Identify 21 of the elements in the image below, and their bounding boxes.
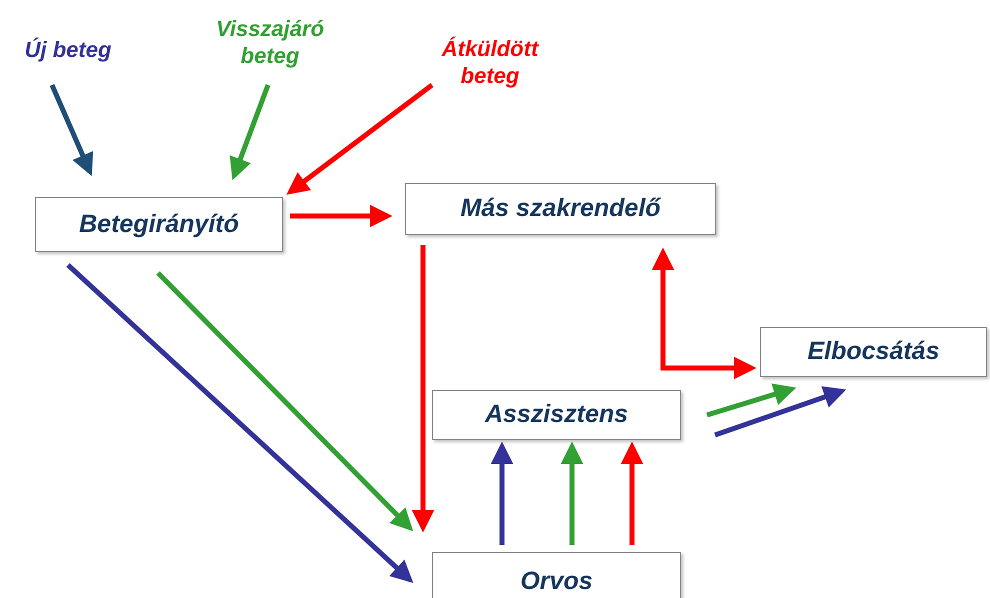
node-label: Átküldött beteg bbox=[410, 26, 570, 98]
arrow bbox=[560, 442, 584, 545]
process-box: Asszisztens bbox=[432, 390, 681, 440]
arrow bbox=[412, 245, 434, 532]
arrow bbox=[156, 271, 414, 532]
process-box: Betegirányító bbox=[35, 197, 283, 252]
process-box: Orvos bbox=[432, 552, 681, 598]
arrow bbox=[706, 384, 796, 418]
process-box: Elbocsátás bbox=[760, 327, 987, 377]
process-box: Más szakrendelő bbox=[405, 183, 716, 235]
arrow bbox=[50, 84, 94, 176]
arrow bbox=[230, 84, 270, 180]
node-label: Visszajáró beteg bbox=[190, 6, 350, 78]
arrow bbox=[714, 386, 846, 438]
arrow bbox=[620, 442, 644, 545]
arrow bbox=[66, 263, 414, 584]
arrow bbox=[490, 442, 514, 545]
arrow bbox=[290, 204, 392, 228]
arrow bbox=[652, 248, 756, 380]
arrow bbox=[286, 83, 434, 195]
node-label: Új beteg bbox=[8, 30, 128, 70]
